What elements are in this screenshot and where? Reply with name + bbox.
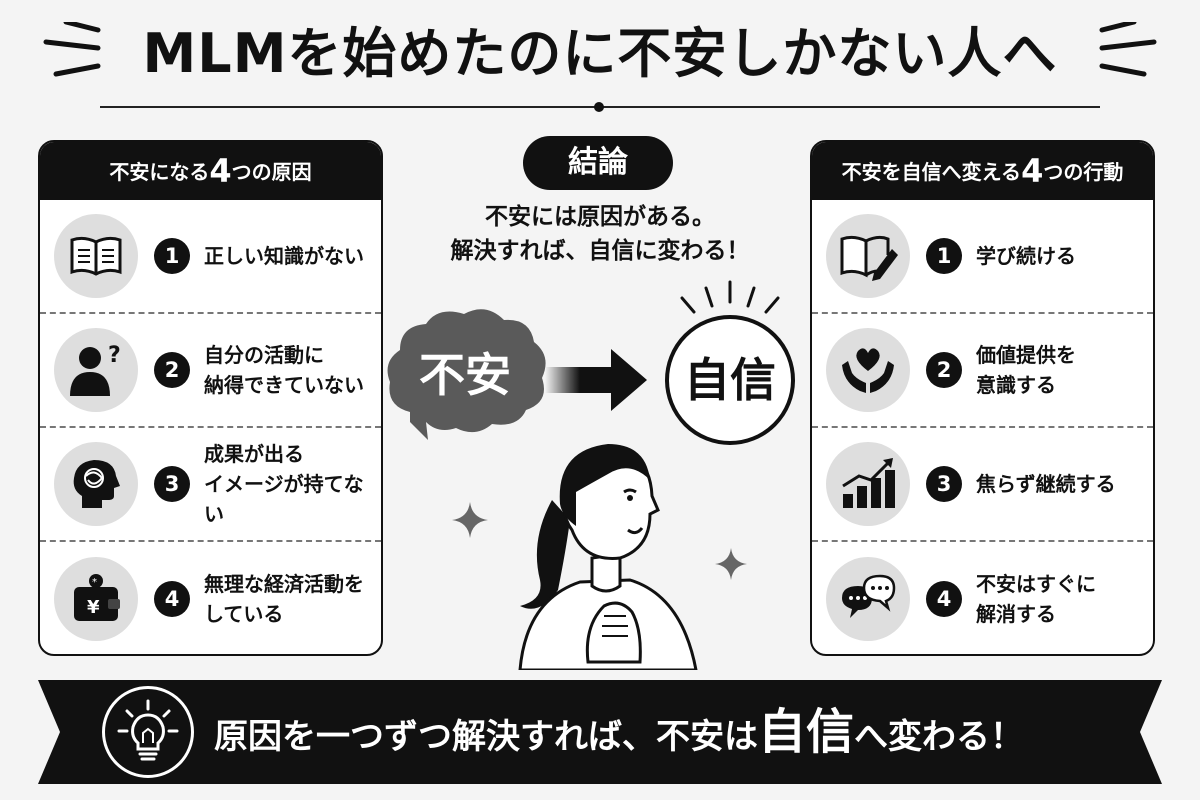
light-bulb-icon — [102, 686, 194, 778]
anxiety-label: 不安 — [419, 348, 511, 402]
actions-panel-heading: 不安を自信へ変える4つの行動 — [812, 142, 1153, 200]
actions-heading-post: つの行動 — [1043, 160, 1124, 184]
banner-text-emphasis: 自信 — [758, 704, 855, 760]
cause-text: 正しい知識がない — [204, 244, 364, 268]
cause-item: * ¥ 4 無理な経済活動を している — [40, 542, 381, 654]
cause-text: 成果が出る イメージが持てない — [204, 442, 364, 526]
banner-notch-left — [38, 680, 60, 784]
conclusion-text: 不安には原因がある。 解決すれば、自信に変わる！ — [450, 204, 750, 264]
banner-message: 原因を一つずつ解決すれば、不安は自信へ変わる！ — [214, 680, 1024, 784]
actions-heading-number: 4 — [1021, 152, 1044, 190]
cause-item: 3 成果が出る イメージが持てない — [40, 428, 381, 542]
action-number: 2 — [926, 352, 962, 388]
svg-text:¥: ¥ — [87, 597, 100, 618]
cause-number: 3 — [154, 466, 190, 502]
cause-number: 2 — [154, 352, 190, 388]
hopeful-woman-illustration — [518, 444, 698, 670]
heart-hands-icon — [826, 328, 910, 412]
burst-lines-left-icon — [43, 22, 101, 77]
wallet-yen-icon: * ¥ — [54, 557, 138, 641]
anxiety-cloud-icon — [387, 309, 546, 440]
book-pencil-icon — [826, 214, 910, 298]
growth-chart-icon — [826, 442, 910, 526]
transform-arrow-icon — [545, 349, 647, 411]
action-text: 学び続ける — [976, 244, 1076, 268]
causes-heading-number: 4 — [209, 152, 232, 190]
action-number: 1 — [926, 238, 962, 274]
summary-banner: 原因を一つずつ解決すれば、不安は自信へ変わる！ — [38, 680, 1162, 784]
action-text: 価値提供を 意識する — [976, 343, 1076, 397]
shine-rays-icon — [680, 280, 780, 314]
action-number: 3 — [926, 466, 962, 502]
cause-number: 4 — [154, 581, 190, 617]
action-item: 4 不安はすぐに 解消する — [812, 542, 1153, 654]
cause-item: 1 正しい知識がない — [40, 200, 381, 314]
causes-heading-post: つの原因 — [231, 160, 312, 184]
burst-lines-right-icon — [1099, 22, 1157, 77]
action-item: 2 価値提供を 意識する — [812, 314, 1153, 428]
page-title: MLMを始めたのに不安しかない人へ — [142, 22, 1058, 85]
causes-panel-heading: 不安になる4つの原因 — [40, 142, 381, 200]
tangled-mind-icon — [54, 442, 138, 526]
action-text: 焦らず継続する — [976, 472, 1116, 496]
banner-notch-right — [1140, 680, 1162, 784]
svg-text:?: ? — [108, 343, 121, 368]
cause-item: ? 2 自分の活動に 納得できていない — [40, 314, 381, 428]
sparkle-icon — [452, 502, 488, 538]
causes-heading-pre: 不安になる — [109, 160, 210, 184]
confidence-circle: 自信 — [665, 315, 795, 445]
sparkle-icon — [715, 548, 747, 580]
actions-panel: 不安を自信へ変える4つの行動 1 学び続ける — [810, 140, 1155, 656]
action-item: 3 焦らず継続する — [812, 428, 1153, 542]
confused-person-icon: ? — [54, 328, 138, 412]
chat-bubbles-icon — [826, 557, 910, 641]
cause-text: 無理な経済活動を している — [204, 572, 364, 626]
banner-text-pre: 原因を一つずつ解決すれば、不安は — [214, 717, 758, 757]
open-book-icon — [54, 214, 138, 298]
cause-number: 1 — [154, 238, 190, 274]
cause-text: 自分の活動に 納得できていない — [204, 343, 364, 397]
action-number: 4 — [926, 581, 962, 617]
banner-text-post: へ変わる！ — [854, 717, 1025, 757]
causes-panel: 不安になる4つの原因 1 正しい知識がない — [38, 140, 383, 656]
action-item: 1 学び続ける — [812, 200, 1153, 314]
svg-text:*: * — [92, 577, 97, 588]
conclusion-label: 結論 — [523, 136, 673, 190]
title-divider-dot — [594, 102, 604, 112]
actions-heading-pre: 不安を自信へ変える — [841, 160, 1022, 184]
action-text: 不安はすぐに 解消する — [976, 572, 1096, 626]
